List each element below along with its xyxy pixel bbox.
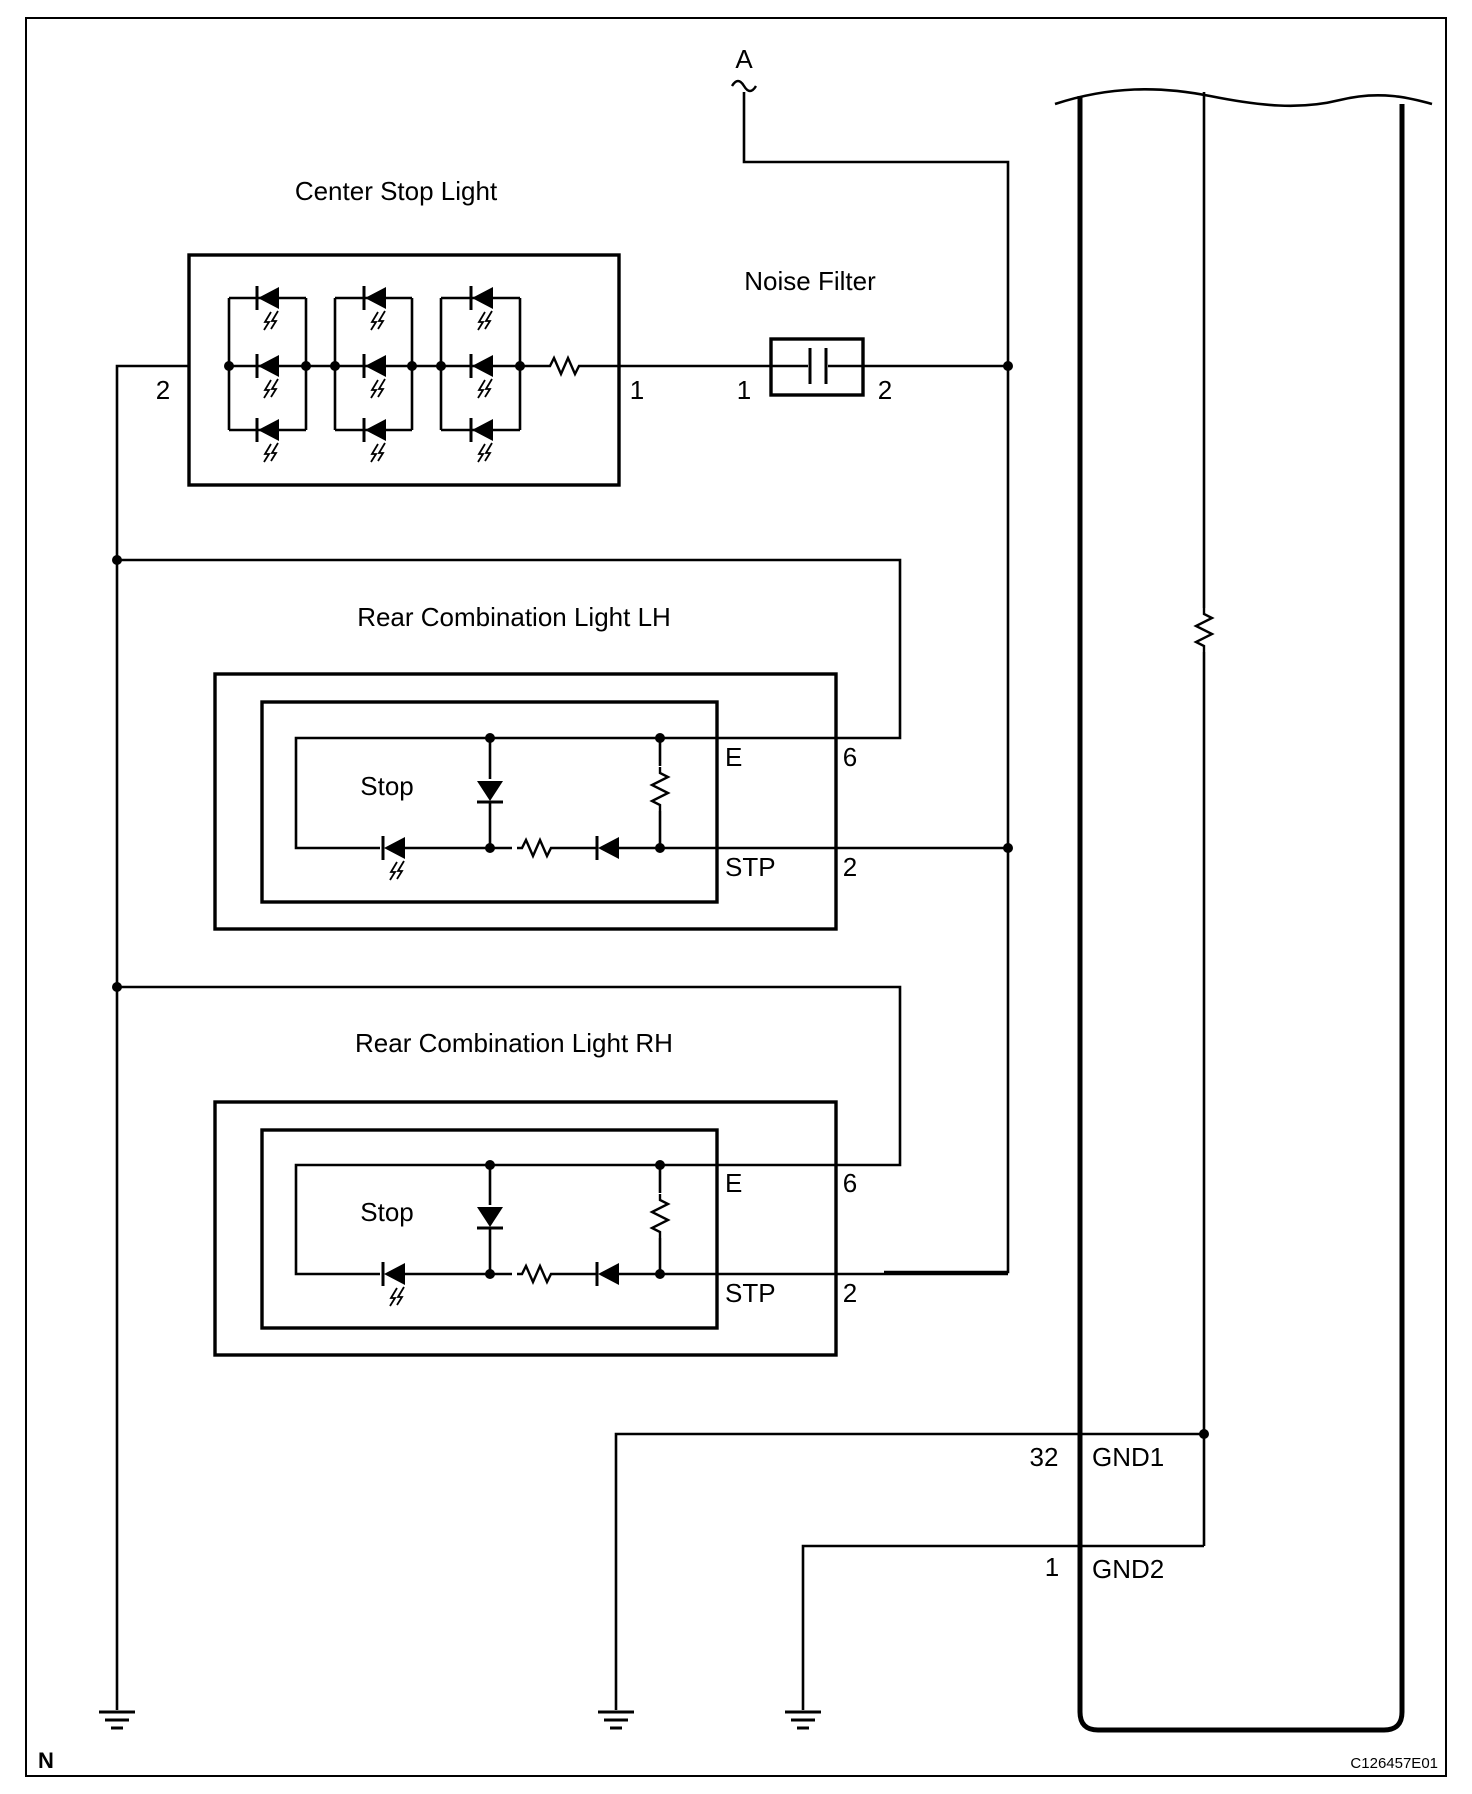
- rear-lh-stop-label: Stop: [360, 771, 414, 801]
- ecu-break-edge: [1054, 88, 1433, 108]
- resistor-icon: [543, 356, 587, 376]
- noise-filter-pin-1: 1: [737, 375, 751, 405]
- center-stop-led-array: [224, 284, 619, 464]
- rear-rh-pin-2: 2: [843, 1278, 857, 1308]
- center-stop-pin-1: 1: [630, 375, 644, 405]
- ground-icon: [596, 1710, 636, 1730]
- ecu-gnd2-pin: 1: [1045, 1552, 1059, 1582]
- resistor-icon: [650, 1192, 670, 1240]
- rear-lh-title: Rear Combination Light LH: [357, 602, 671, 632]
- ecu-gnd1-pin: 32: [1030, 1442, 1059, 1472]
- led-icon: [362, 416, 388, 464]
- resistor-icon: [1194, 606, 1214, 654]
- diode-icon: [475, 1205, 505, 1230]
- ecu-outline: [1077, 96, 1405, 1733]
- rear-rh-pin-6: 6: [843, 1168, 857, 1198]
- wire-left-ground-bus: [115, 364, 189, 1710]
- resistor-icon: [650, 765, 670, 813]
- noise-filter-title: Noise Filter: [744, 266, 876, 296]
- rear-lh-pin-6: 6: [843, 742, 857, 772]
- led-icon: [469, 416, 495, 464]
- center-stop-pin-2: 2: [156, 375, 170, 405]
- led-icon: [255, 352, 281, 400]
- diagram-frame: [25, 17, 1447, 1777]
- figure-id: C126457E01: [1350, 1755, 1438, 1772]
- rear-rh-title: Rear Combination Light RH: [355, 1028, 673, 1058]
- rear-lh-inner-box: [260, 700, 719, 904]
- wire-rh-ground: [117, 985, 902, 1276]
- rear-rh-term-e: E: [725, 1168, 742, 1198]
- resistor-icon: [515, 838, 559, 858]
- rear-rh-inner-box: [260, 1128, 719, 1330]
- led-icon: [362, 352, 388, 400]
- rear-lh-term-e: E: [725, 742, 742, 772]
- ecu-gnd2-label: GND2: [1092, 1554, 1164, 1584]
- led-icon: [255, 416, 281, 464]
- connector-a-break-symbol: [730, 79, 758, 93]
- connector-a-label: A: [735, 44, 753, 74]
- ground-icon: [783, 1710, 823, 1730]
- wire-lh-ground: [117, 558, 902, 850]
- center-stop-light-title: Center Stop Light: [295, 176, 498, 206]
- led-icon: [255, 284, 281, 332]
- center-stop-light-box: [187, 253, 621, 487]
- led-icon: [469, 284, 495, 332]
- ecu-gnd1-label: GND1: [1092, 1442, 1164, 1472]
- led-icon: [381, 1260, 407, 1308]
- wire-gnd2: [801, 1544, 1204, 1710]
- rear-rh-term-stp: STP: [725, 1278, 776, 1308]
- diode-icon: [595, 1260, 621, 1288]
- diode-icon: [475, 779, 505, 804]
- resistor-icon: [515, 1264, 559, 1284]
- rear-lh-outer-box: [213, 672, 838, 931]
- rear-lh-term-stp: STP: [725, 852, 776, 882]
- led-icon: [362, 284, 388, 332]
- noise-filter-pin-2: 2: [878, 375, 892, 405]
- corner-code: N: [38, 1748, 54, 1773]
- ground-icon: [97, 1710, 137, 1730]
- rear-rh-stop-label: Stop: [360, 1197, 414, 1227]
- rear-lh-pin-2: 2: [843, 852, 857, 882]
- rear-rh-outer-box: [213, 1100, 838, 1357]
- wire-a-feed: [742, 92, 1010, 1274]
- led-icon: [381, 834, 407, 882]
- wire-gnd1: [614, 1432, 1204, 1710]
- diode-icon: [595, 834, 621, 862]
- led-icon: [469, 352, 495, 400]
